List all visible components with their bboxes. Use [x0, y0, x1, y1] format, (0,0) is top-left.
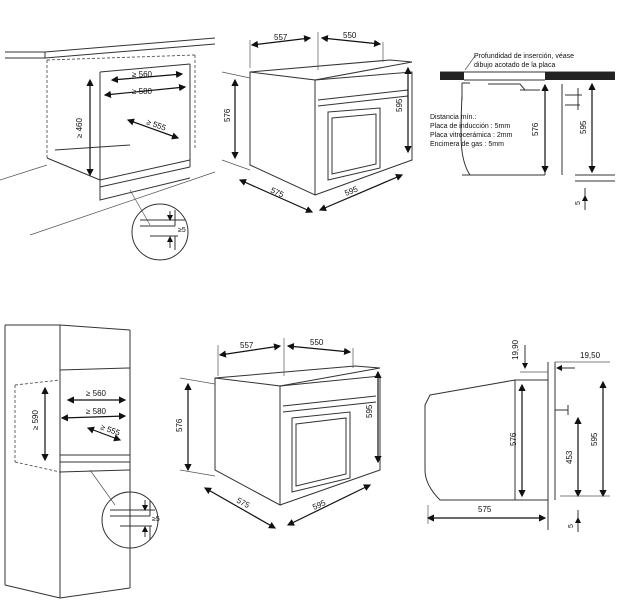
- side-panel-height-label: 453: [565, 450, 574, 464]
- bottom-oven-height2-label: 595: [365, 404, 374, 418]
- bottom-side-drawing: 19,90 19,50 576 453 595 575 5: [424, 339, 610, 532]
- top-section-height-label: 576: [531, 122, 540, 136]
- top-oven-height2-label: 595: [395, 98, 404, 112]
- side-bottom-gap-label: 5: [568, 524, 575, 528]
- top-oven-depth-label: 557: [274, 33, 288, 42]
- hob-block-right: [545, 72, 615, 80]
- top-cabinet-drawing: ≥5 ≥ 560 ≥ 580 ≥ 555 ≥ 460: [0, 37, 216, 261]
- bottom-oven-depth2-label: 575: [235, 496, 251, 510]
- top-section-drawing: Profundidad de inserción, véase dibujo a…: [430, 53, 615, 210]
- side-total-height-label: 595: [590, 432, 599, 446]
- min-distance-gas: Encimera de gas : 5mm: [430, 141, 504, 148]
- top-oven-width2-label: 595: [343, 184, 359, 198]
- min-distance-induction: Placa de inducción : 5mm: [430, 123, 510, 130]
- bottom-oven-width2-label: 595: [311, 498, 327, 512]
- hob-block-left: [440, 72, 464, 80]
- insertion-depth-note-line1: Profundidad de inserción, véase: [474, 53, 574, 60]
- side-front-gap-label: 19,50: [580, 351, 601, 360]
- side-top-gap-label: 19,90: [511, 339, 520, 360]
- bottom-oven-width-label: 550: [310, 338, 324, 347]
- min-distance-vitroceramic: Placa vitrocerámica : 2mm: [430, 132, 513, 139]
- top-cabinet-gap-label: ≥5: [178, 227, 186, 234]
- top-section-height2-label: 595: [579, 120, 588, 134]
- bottom-oven-drawing: 557 550 576 595 575 595: [175, 338, 382, 529]
- top-oven-depth2-label: 575: [269, 186, 285, 200]
- top-oven-drawing: 557 550 576 595 575 595: [221, 31, 413, 213]
- bottom-oven-height-label: 576: [175, 418, 184, 432]
- min-distance-title: Distancia mín.:: [430, 114, 476, 121]
- bottom-cabinet-depth-label: ≥ 555: [99, 422, 121, 437]
- side-depth-label: 575: [478, 505, 492, 514]
- bottom-oven-depth-label: 557: [240, 341, 254, 350]
- top-oven-width-label: 550: [343, 31, 357, 40]
- side-height-label: 576: [509, 432, 518, 446]
- top-cabinet-height-label: ≥ 460: [75, 117, 84, 138]
- top-cabinet-width2-label: ≥ 580: [132, 87, 153, 96]
- bottom-cabinet-drawing: ≥5 ≥ 560 ≥ 580 ≥ 555 ≥ 590: [4, 324, 160, 599]
- top-section-gap-label: 5: [575, 201, 582, 205]
- bottom-cabinet-width-label: ≥ 560: [86, 389, 107, 398]
- insertion-depth-note-line2: dibujo acotado de la placa: [474, 62, 555, 69]
- bottom-cabinet-width2-label: ≥ 580: [86, 407, 107, 416]
- bottom-cabinet-gap-label: ≥5: [152, 516, 160, 523]
- bottom-cabinet-height-label: ≥ 590: [31, 409, 40, 430]
- top-cabinet-width-label: ≥ 560: [132, 70, 153, 79]
- top-oven-height-label: 576: [223, 108, 232, 122]
